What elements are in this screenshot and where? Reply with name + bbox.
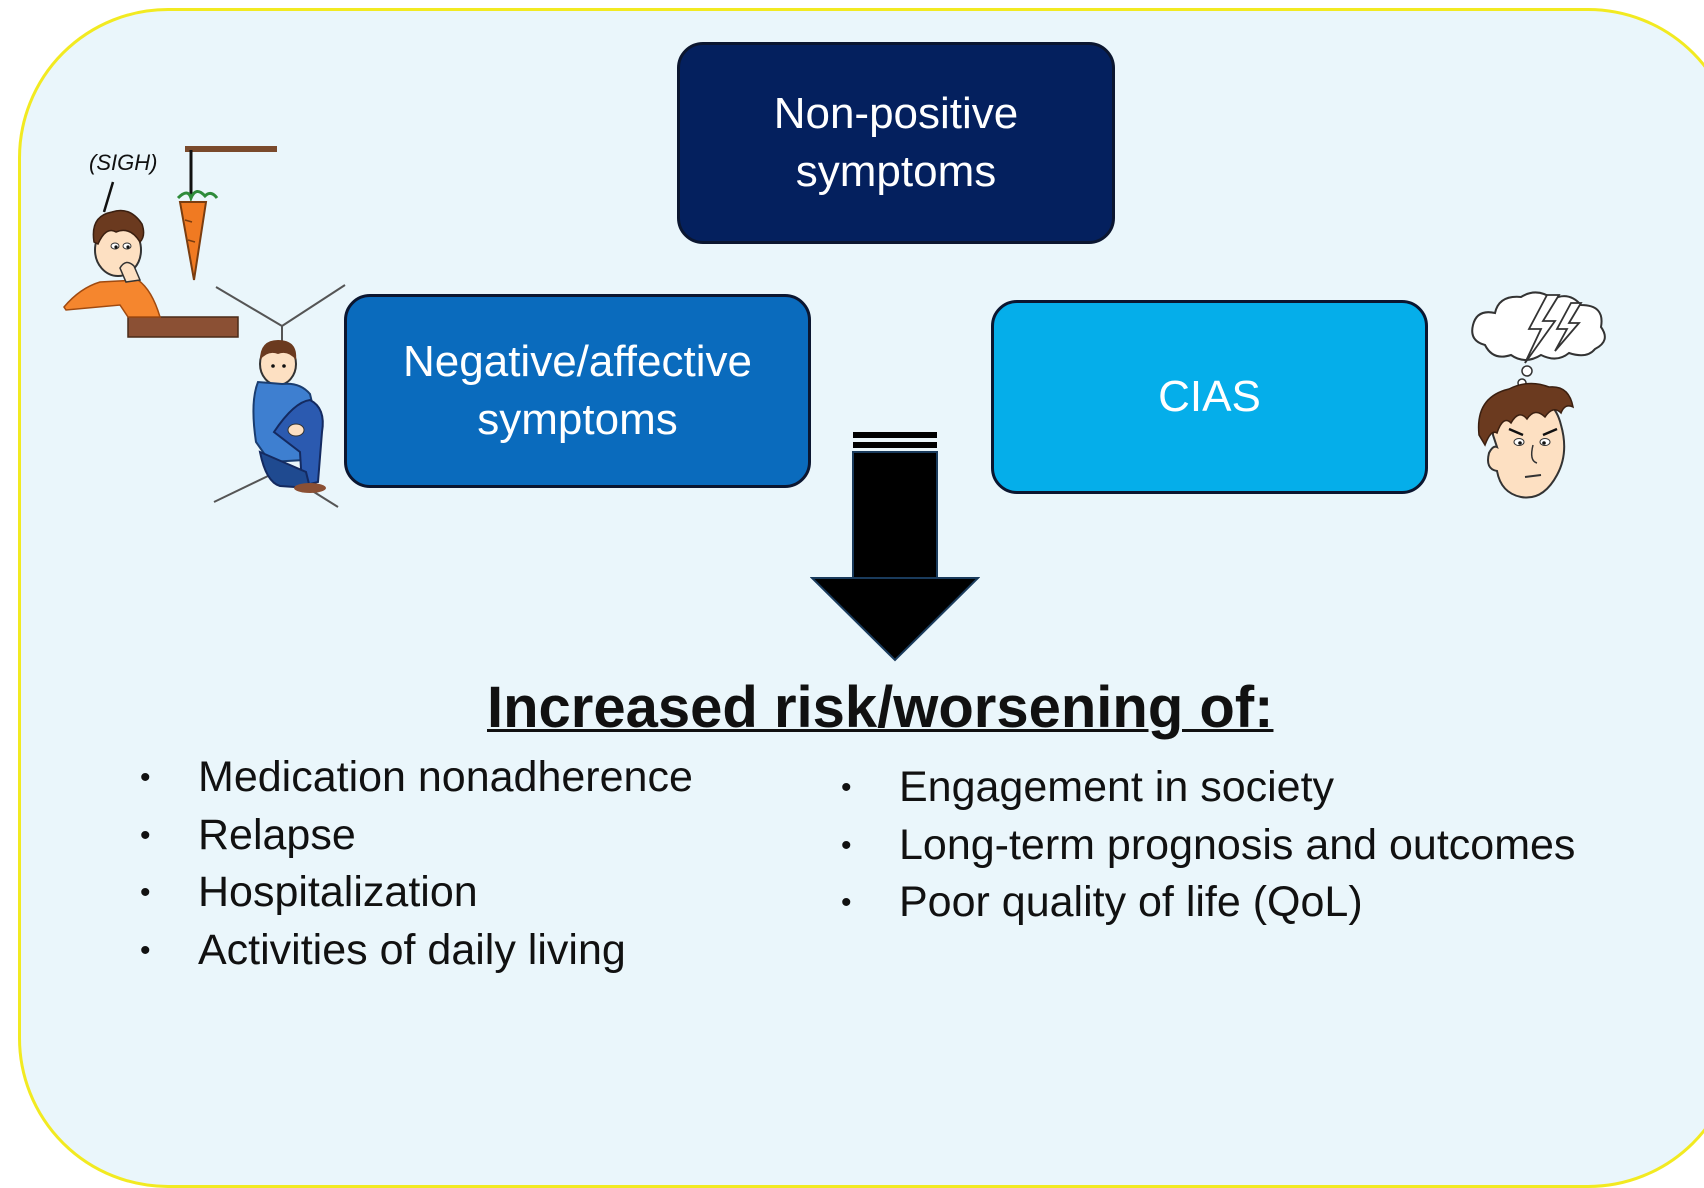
list-item: • Hospitalization <box>140 864 693 922</box>
list-item: • Relapse <box>140 807 693 865</box>
bullet-icon: • <box>140 761 151 794</box>
sighing-person-carrot-illustration <box>63 146 277 338</box>
bullet-icon: • <box>140 876 151 909</box>
down-arrow-icon <box>810 432 980 662</box>
negative-affective-symptoms-box: Negative/affective symptoms <box>344 294 811 488</box>
list-item-text: Poor quality of life (QoL) <box>899 878 1363 926</box>
non-positive-symptoms-box: Non-positive symptoms <box>677 42 1115 244</box>
negative-affective-symptoms-label: Negative/affective symptoms <box>403 337 752 444</box>
list-item-text: Engagement in society <box>899 763 1335 811</box>
cias-label: CIAS <box>1158 372 1261 421</box>
bullet-icon: • <box>140 818 151 852</box>
sitting-person-corner-illustration <box>213 284 346 508</box>
list-item-text: Long-term prognosis and outcomes <box>899 820 1576 869</box>
frustrated-person-storm-cloud-illustration <box>1471 291 1606 499</box>
outcomes-list-right: • Engagement in society • Long-term progno… <box>841 759 1576 932</box>
list-item: • Long-term prognosis and outcomes <box>841 817 1576 875</box>
outcomes-heading: Increased risk/worsening of: <box>487 675 1274 740</box>
cias-box: CIAS <box>991 300 1428 494</box>
list-item: • Activities of daily living <box>140 922 693 980</box>
bullet-icon: • <box>841 771 852 804</box>
outcomes-list-left: • Medication nonadherence • Relapse • Hospi… <box>140 749 693 980</box>
sigh-text: (SIGH) <box>89 150 158 175</box>
list-item-text: Activities of daily living <box>198 925 626 974</box>
non-positive-symptoms-label: Non-positive symptoms <box>773 89 1019 196</box>
list-item-text: Medication nonadherence <box>198 753 693 801</box>
bullet-icon: • <box>841 886 852 919</box>
list-item: • Poor quality of life (QoL) <box>841 874 1575 932</box>
bullet-icon: • <box>140 933 151 967</box>
list-item-text: Hospitalization <box>198 868 478 916</box>
list-item: • Medication nonadherence <box>140 749 693 807</box>
bullet-icon: • <box>841 828 852 862</box>
list-item: • Engagement in society <box>841 759 1575 817</box>
list-item-text: Relapse <box>198 810 356 859</box>
